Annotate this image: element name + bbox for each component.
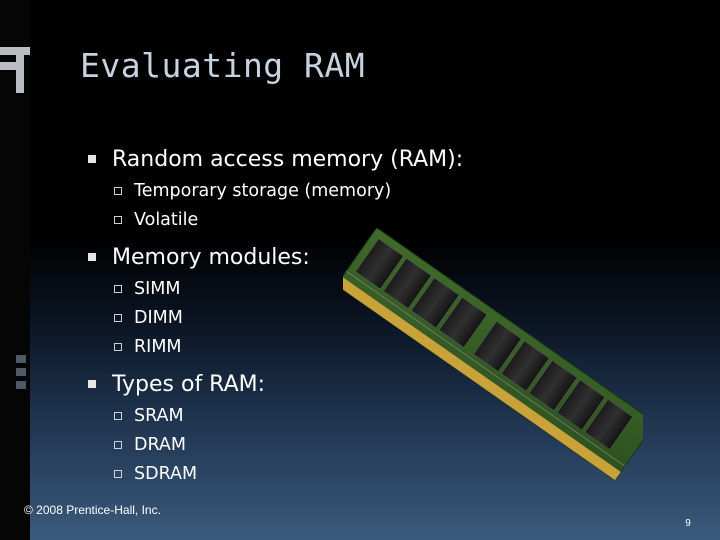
bullet-item: Memory modules: bbox=[88, 240, 508, 274]
hollow-square-bullet-icon bbox=[114, 342, 122, 351]
sub-bullet-item: Volatile bbox=[88, 205, 508, 234]
hollow-square-bullet-icon bbox=[114, 215, 122, 224]
sub-bullet-text: SIMM bbox=[134, 278, 181, 299]
hollow-square-bullet-icon bbox=[114, 284, 122, 293]
bullet-text: Random access memory (RAM): bbox=[112, 146, 464, 172]
sub-bullet-item: Temporary storage (memory) bbox=[88, 176, 508, 205]
square-bullet-icon bbox=[88, 155, 96, 163]
sub-bullet-text: SRAM bbox=[134, 405, 184, 426]
sub-bullet-text: Temporary storage (memory) bbox=[134, 180, 392, 201]
sub-bullet-item: SRAM bbox=[88, 401, 508, 430]
sub-bullet-text: SDRAM bbox=[134, 463, 198, 484]
hollow-square-bullet-icon bbox=[114, 469, 122, 478]
decor-bar bbox=[16, 355, 26, 363]
sub-bullet-item: DRAM bbox=[88, 430, 508, 459]
bullet-text: Memory modules: bbox=[112, 244, 310, 270]
decor-bar bbox=[0, 47, 30, 55]
sub-bullet-item: DIMM bbox=[88, 303, 508, 332]
hollow-square-bullet-icon bbox=[114, 411, 122, 420]
decor-bar bbox=[16, 47, 24, 93]
hollow-square-bullet-icon bbox=[114, 186, 122, 195]
square-bullet-icon bbox=[88, 253, 96, 261]
hollow-square-bullet-icon bbox=[114, 313, 122, 322]
sub-bullet-text: Volatile bbox=[134, 209, 199, 230]
decor-bar bbox=[16, 381, 26, 389]
hollow-square-bullet-icon bbox=[114, 440, 122, 449]
bullet-text: Types of RAM: bbox=[112, 371, 266, 397]
sub-bullet-text: DRAM bbox=[134, 434, 186, 455]
slide-title: Evaluating RAM bbox=[80, 46, 366, 85]
bullet-list: Random access memory (RAM): Temporary st… bbox=[88, 138, 508, 488]
left-band bbox=[0, 0, 30, 540]
sub-bullet-item: SIMM bbox=[88, 274, 508, 303]
copyright-notice: © 2008 Prentice-Hall, Inc. bbox=[24, 503, 161, 517]
sub-bullet-item: SDRAM bbox=[88, 459, 508, 488]
decor-bar bbox=[16, 368, 26, 376]
page-number: 9 bbox=[685, 518, 691, 529]
sub-bullet-text: RIMM bbox=[134, 336, 182, 357]
ram-module-photo bbox=[343, 228, 643, 481]
sub-bullet-item: RIMM bbox=[88, 332, 508, 361]
decor-bar bbox=[0, 62, 16, 70]
bullet-item: Types of RAM: bbox=[88, 367, 508, 401]
sub-bullet-text: DIMM bbox=[134, 307, 183, 328]
bullet-item: Random access memory (RAM): bbox=[88, 142, 508, 176]
square-bullet-icon bbox=[88, 380, 96, 388]
